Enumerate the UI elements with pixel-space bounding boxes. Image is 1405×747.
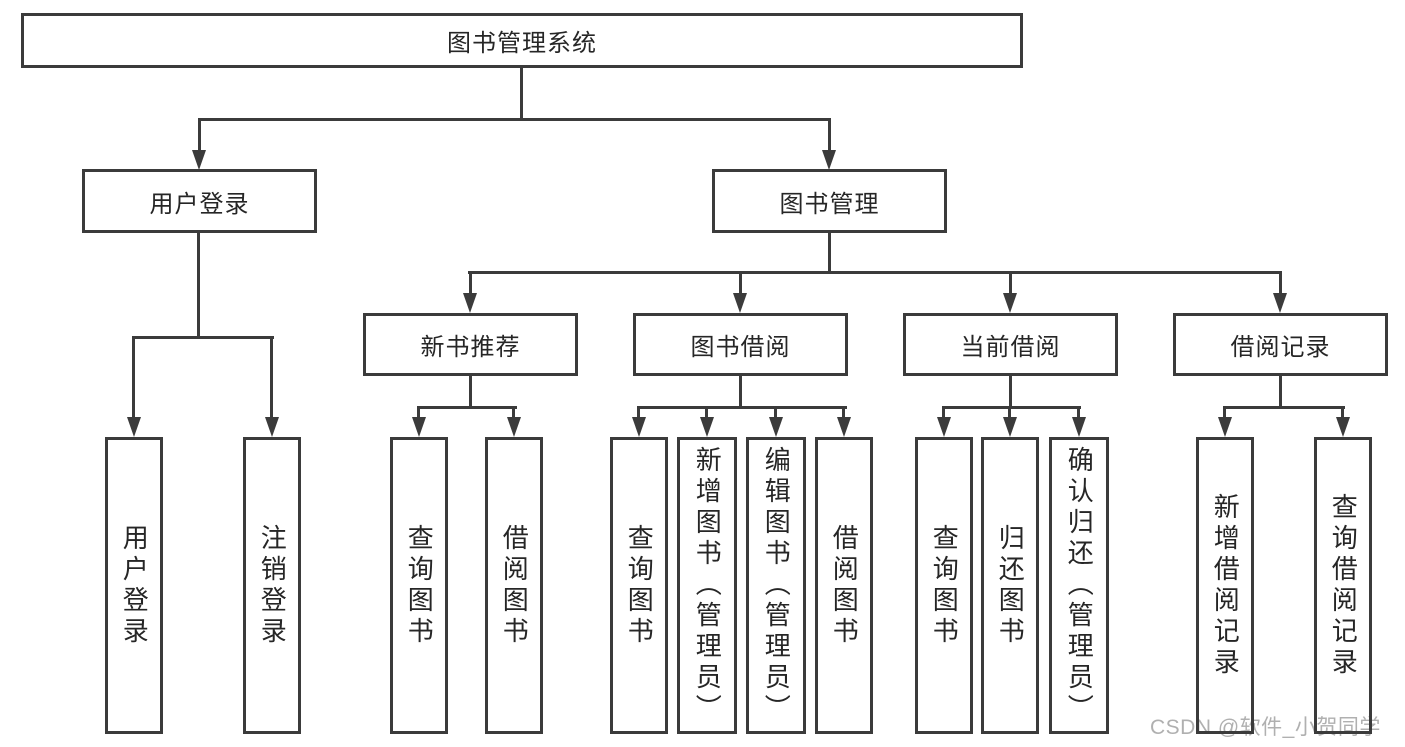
connector-to-new-book xyxy=(469,271,472,297)
leaf-logout: 注销登录 xyxy=(243,437,301,734)
arrow-down-icon xyxy=(412,417,426,437)
connector-to-book-borrowing xyxy=(739,271,742,297)
node-label: 借阅图书 xyxy=(499,523,530,648)
node-label: 新增图书（管理员） xyxy=(692,446,723,725)
node-label: 查询图书 xyxy=(929,523,960,648)
node-library-management-system: 图书管理系统 xyxy=(21,13,1023,68)
csdn-watermark: CSDN @软件_小贺同学 xyxy=(1150,716,1381,739)
node-label: 用户登录 xyxy=(149,190,250,218)
connector-current-borrowing-split xyxy=(942,406,1081,409)
arrow-down-icon xyxy=(937,417,951,437)
arrow-down-icon xyxy=(463,293,477,313)
arrow-down-icon xyxy=(1273,293,1287,313)
leaf-borrow-books-under-new: 借阅图书 xyxy=(485,437,543,734)
connector-user-login-split xyxy=(132,336,274,339)
arrow-down-icon xyxy=(507,417,521,437)
leaf-add-books-admin: 新增图书（管理员） xyxy=(677,437,737,734)
leaf-add-borrow-record: 新增借阅记录 xyxy=(1196,437,1254,734)
arrow-down-icon xyxy=(1218,417,1232,437)
leaf-query-borrow-record: 查询借阅记录 xyxy=(1314,437,1372,734)
connector-book-borrowing-stem xyxy=(739,374,742,408)
arrow-down-icon xyxy=(822,150,836,170)
node-label: 当前借阅 xyxy=(960,334,1061,361)
connector-book-borrowing-split xyxy=(637,406,847,409)
connector-to-logout xyxy=(270,336,273,420)
arrow-down-icon xyxy=(1072,417,1086,437)
connector-leaf-stem xyxy=(1341,406,1344,420)
arrow-down-icon xyxy=(192,150,206,170)
node-label: 查询借阅记录 xyxy=(1328,492,1359,679)
node-label: 查询图书 xyxy=(624,523,655,648)
node-label: 确认归还（管理员） xyxy=(1064,446,1095,725)
arrow-down-icon xyxy=(769,417,783,437)
connector-new-book-split xyxy=(417,406,517,409)
arrow-down-icon xyxy=(127,417,141,437)
leaf-confirm-return-admin: 确认归还（管理员） xyxy=(1049,437,1109,734)
arrow-down-icon xyxy=(632,417,646,437)
node-label: 图书借阅 xyxy=(690,334,791,361)
node-label: 查询图书 xyxy=(404,523,435,648)
connector-book-management-split xyxy=(468,271,1282,274)
node-label: 图书管理 xyxy=(779,190,880,218)
arrow-down-icon xyxy=(837,417,851,437)
leaf-query-books-under-current: 查询图书 xyxy=(915,437,973,734)
node-book-borrowing: 图书借阅 xyxy=(633,313,848,376)
connector-leaf-stem xyxy=(1223,406,1226,420)
connector-new-book-stem xyxy=(469,374,472,408)
leaf-borrow-books-under-borrowing: 借阅图书 xyxy=(815,437,873,734)
connector-to-login xyxy=(132,336,135,420)
connector-leaf-stem xyxy=(417,406,420,420)
connector-leaf-stem xyxy=(637,406,640,420)
connector-leaf-stem xyxy=(512,406,515,420)
arrow-down-icon xyxy=(265,417,279,437)
node-current-borrowing: 当前借阅 xyxy=(903,313,1118,376)
connector-to-user-login xyxy=(198,118,201,154)
arrow-down-icon xyxy=(700,417,714,437)
arrow-down-icon xyxy=(733,293,747,313)
connector-leaf-stem xyxy=(705,406,708,420)
node-new-book-recommendation: 新书推荐 xyxy=(363,313,578,376)
leaf-query-books-under-borrowing: 查询图书 xyxy=(610,437,668,734)
leaf-user-login: 用户登录 xyxy=(105,437,163,734)
connector-book-management-stem xyxy=(828,231,831,273)
node-user-login: 用户登录 xyxy=(82,169,317,233)
leaf-return-books: 归还图书 xyxy=(981,437,1039,734)
arrow-down-icon xyxy=(1336,417,1350,437)
node-book-management: 图书管理 xyxy=(712,169,947,233)
connector-to-book-management xyxy=(828,118,831,154)
node-label: 归还图书 xyxy=(995,523,1026,648)
connector-leaf-stem xyxy=(1008,406,1011,420)
node-label: 新书推荐 xyxy=(420,334,521,361)
leaf-edit-books-admin: 编辑图书（管理员） xyxy=(746,437,806,734)
node-label: 用户登录 xyxy=(119,523,150,648)
node-label: 编辑图书（管理员） xyxy=(761,446,792,725)
node-label: 注销登录 xyxy=(257,523,288,648)
connector-borrowing-records-stem xyxy=(1279,374,1282,408)
connector-user-login-stem xyxy=(197,231,200,338)
connector-leaf-stem xyxy=(942,406,945,420)
node-label: 新增借阅记录 xyxy=(1210,492,1241,679)
leaf-query-books-under-new: 查询图书 xyxy=(390,437,448,734)
connector-to-borrowing-records xyxy=(1279,271,1282,297)
connector-leaf-stem xyxy=(1077,406,1080,420)
connector-leaf-stem xyxy=(774,406,777,420)
arrow-down-icon xyxy=(1003,293,1017,313)
node-label: 借阅记录 xyxy=(1230,334,1331,361)
connector-root-split xyxy=(198,118,831,121)
node-borrowing-records: 借阅记录 xyxy=(1173,313,1388,376)
connector-borrowing-records-split xyxy=(1223,406,1345,409)
connector-root-stem xyxy=(520,66,523,120)
connector-current-borrowing-stem xyxy=(1009,374,1012,408)
node-label: 图书管理系统 xyxy=(447,30,597,57)
node-label: 借阅图书 xyxy=(829,523,860,648)
connector-leaf-stem xyxy=(842,406,845,420)
arrow-down-icon xyxy=(1003,417,1017,437)
connector-to-current-borrowing xyxy=(1009,271,1012,297)
